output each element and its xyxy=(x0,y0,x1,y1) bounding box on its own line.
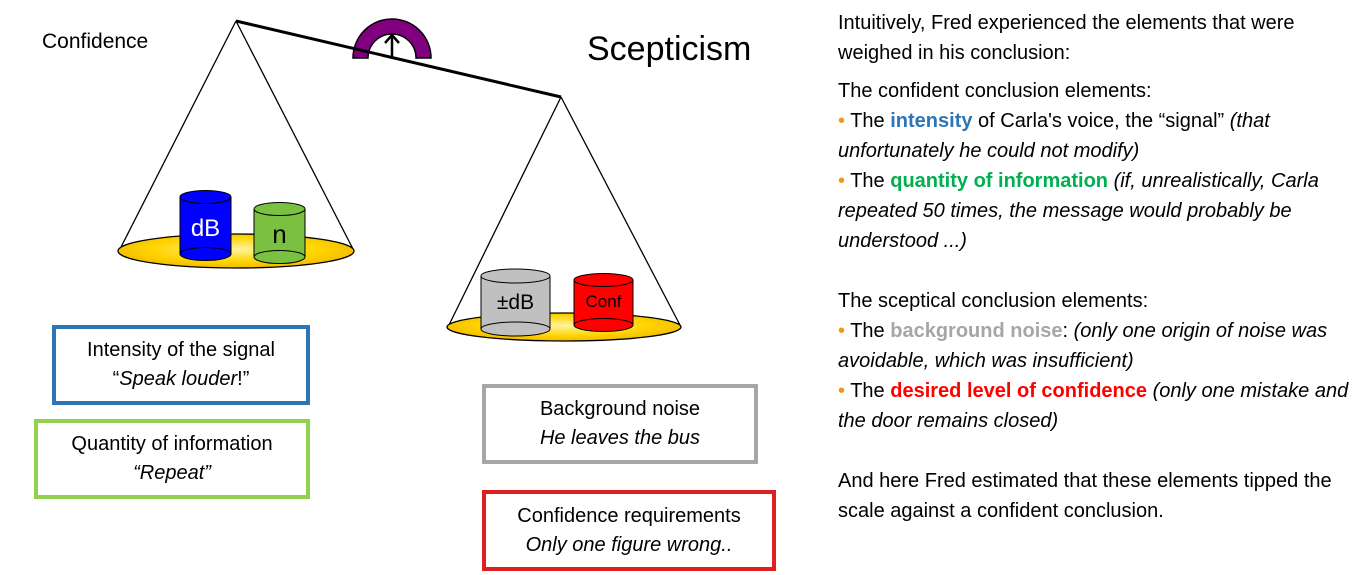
bullet-quantity: • The quantity of information (if, unrea… xyxy=(838,170,1319,252)
quantity-box-title: Quantity of information xyxy=(71,433,273,455)
intensity-box: Intensity of the signal “Speak louder!” xyxy=(52,325,310,405)
weight-plus-minus-db: ±dB xyxy=(480,268,551,337)
weight-db: dB xyxy=(179,190,232,261)
weight-n: n xyxy=(253,202,306,264)
explanation-text: Intuitively, Fred experienced the elemen… xyxy=(838,8,1353,526)
confidence-requirements-box-sub: Only one figure wrong.. xyxy=(525,533,733,556)
conclusion-paragraph: And here Fred estimated that these eleme… xyxy=(838,470,1332,522)
background-noise-box: Background noise He leaves the bus xyxy=(482,384,758,464)
confidence-requirements-box: Confidence requirements Only one figure … xyxy=(482,490,776,571)
weight-n-label: n xyxy=(272,219,286,249)
quantity-box-sub: “Repeat” xyxy=(133,462,211,484)
scepticism-label: Scepticism xyxy=(587,30,752,68)
balance-beam xyxy=(235,19,562,99)
weight-conf: Conf xyxy=(573,273,634,332)
confident-heading: The confident conclusion elements: xyxy=(838,80,1152,102)
bullet-intensity: • The intensity of Carla's voice, the “s… xyxy=(838,110,1270,162)
bullet-confidence: • The desired level of confidence (only … xyxy=(838,380,1349,432)
balance-gauge-icon xyxy=(352,18,432,59)
confidence-label: Confidence xyxy=(42,30,149,53)
weight-conf-label: Conf xyxy=(586,292,622,311)
intensity-box-sub: “Speak louder!” xyxy=(112,368,250,390)
sceptical-heading: The sceptical conclusion elements: xyxy=(838,290,1149,312)
background-noise-box-title: Background noise xyxy=(539,398,701,420)
background-noise-box-sub: He leaves the bus xyxy=(539,427,701,449)
quantity-box: Quantity of information “Repeat” xyxy=(34,419,310,499)
confidence-requirements-box-title: Confidence requirements xyxy=(517,504,741,527)
intensity-box-title: Intensity of the signal xyxy=(87,339,275,361)
weight-plus-minus-db-label: ±dB xyxy=(497,291,534,314)
intro-paragraph: Intuitively, Fred experienced the elemen… xyxy=(838,12,1295,64)
bullet-background-noise: • The background noise: (only one origin… xyxy=(838,320,1328,372)
left-pan xyxy=(117,20,355,269)
weight-db-label: dB xyxy=(191,215,220,242)
balance-scale: dB n ±dB Conf xyxy=(117,18,682,342)
